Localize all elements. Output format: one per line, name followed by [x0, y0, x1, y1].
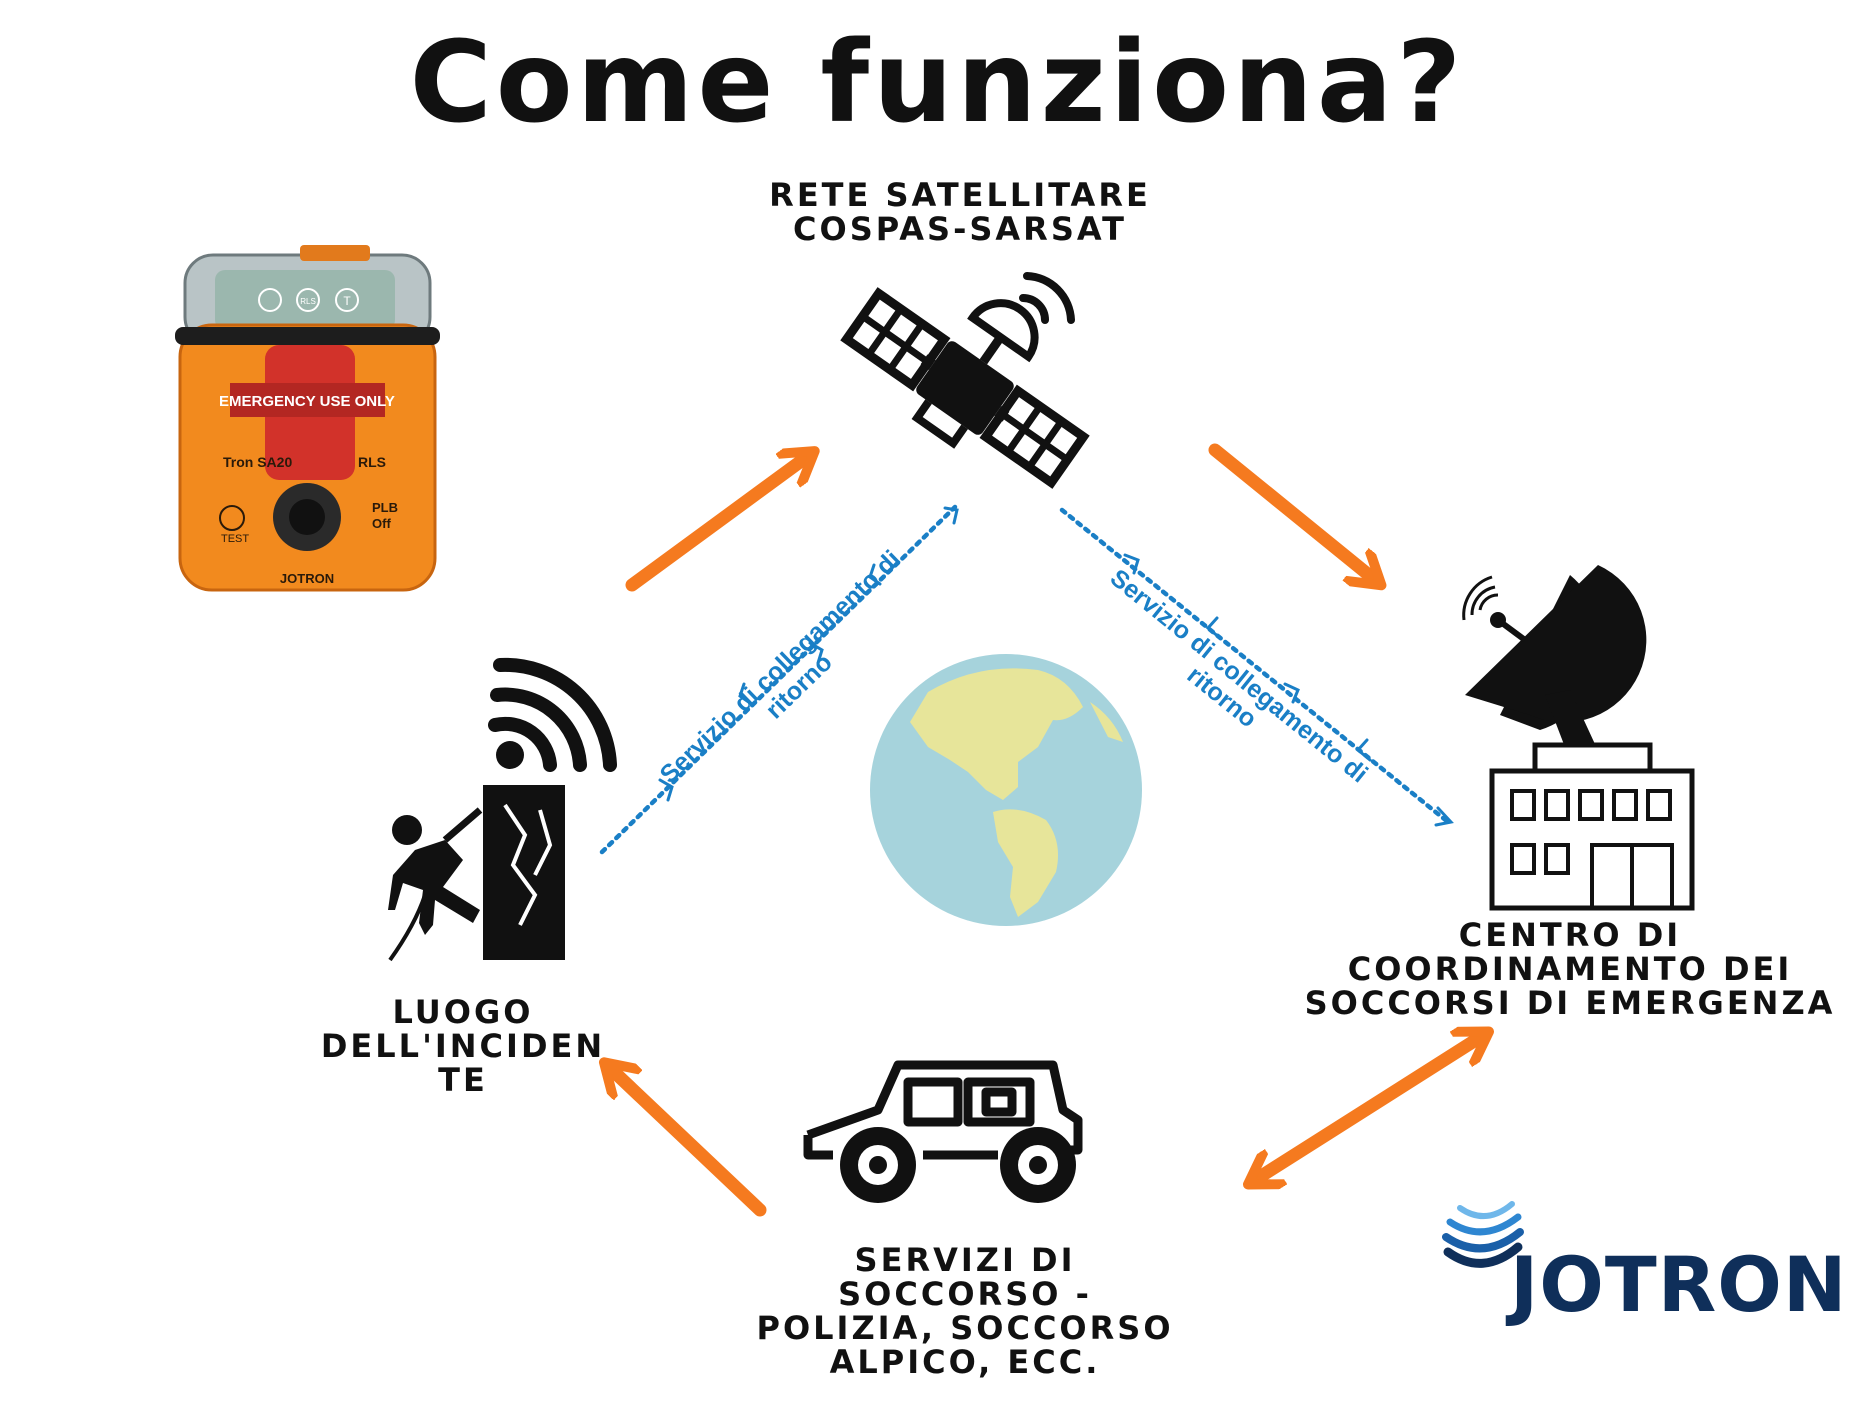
rescue-vehicle-icon: [803, 1060, 1083, 1203]
arrow-incident-to-satellite: [625, 456, 808, 592]
device-model: Tron SA20: [223, 454, 292, 470]
ground-station-icon: [1462, 565, 1695, 911]
device-icon-t: T: [343, 294, 351, 308]
arrow-satellite-to-rcc: [1208, 443, 1375, 580]
satellite-network-label: RETE SATELLITARE COSPAS-SARSAT: [769, 176, 1151, 248]
test-icon: [219, 505, 245, 531]
return-link-right-line: [1059, 507, 1451, 825]
beacon-device: EMERGENCY USE ONLY Tron SA20 RLS TEST PL…: [175, 245, 440, 592]
device-rls: RLS: [358, 454, 386, 470]
return-link-left-line: [599, 504, 958, 855]
climber-icon: [388, 657, 617, 962]
svg-text:PLB: PLB: [372, 500, 398, 515]
location-icon: [258, 288, 282, 312]
device-test: TEST: [221, 533, 249, 545]
satellite-icon: [840, 272, 1090, 489]
page-title: Come funziona?: [409, 18, 1466, 148]
incident-location-label: LUOGO DELL'INCIDEN TE: [320, 993, 606, 1099]
rescue-services-label: SERVIZI DI SOCCORSO - POLIZIA, SOCCORSO …: [756, 1241, 1174, 1381]
rcc-label: CENTRO DI COORDINAMENTO DEI SOCCORSI DI …: [1304, 916, 1836, 1022]
globe-icon: [870, 654, 1142, 926]
jotron-logo-text: JOTRON: [1510, 1240, 1848, 1329]
arrow-rcc-rescue: [1255, 1036, 1482, 1180]
device-emergency-label: EMERGENCY USE ONLY: [219, 393, 395, 410]
device-icon-rls: RLS: [300, 297, 316, 306]
device-brand: JOTRON: [280, 571, 334, 586]
svg-text:Off: Off: [372, 516, 391, 531]
jotron-logo-mark: [1442, 1201, 1524, 1268]
arrow-rescue-to-incident: [610, 1068, 767, 1217]
